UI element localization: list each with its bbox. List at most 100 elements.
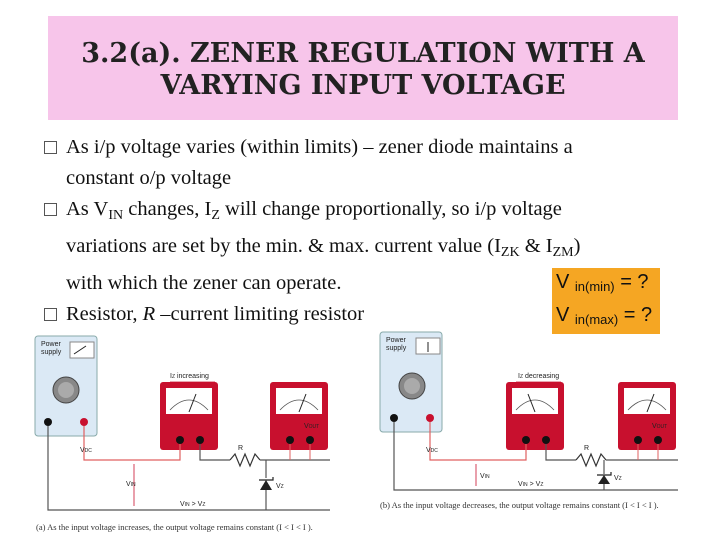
bullet-1: As i/p voltage varies (within limits) – … — [44, 132, 684, 194]
title-box: 3.2(a). ZENER REGULATION WITH A VARYING … — [48, 16, 678, 120]
resistor-icon — [575, 452, 607, 468]
vz: V — [276, 483, 281, 490]
iz-text: decreasing — [523, 373, 559, 380]
vin-label: VIN — [126, 481, 136, 488]
cond-rest: > V — [528, 481, 541, 488]
subscript: ZK — [500, 245, 520, 260]
vout-label: VOUT — [304, 423, 319, 430]
bullet-2-text: will change proportionally, so i/p volta… — [219, 198, 562, 220]
bullet-list: As i/p voltage varies (within limits) – … — [44, 132, 684, 330]
terminal-icon — [426, 414, 434, 422]
vin-sub: IN — [131, 482, 136, 488]
bullet-1-line-1: As i/p voltage varies (within limits) – … — [66, 136, 573, 158]
figure-a-caption: (a) As the input voltage increases, the … — [36, 522, 313, 532]
ammeter-b — [506, 382, 564, 450]
bullet-2-text: & I — [519, 235, 553, 257]
subscript: IN — [108, 208, 124, 223]
question-box: V in(min) = ? V in(max) = ? — [552, 268, 661, 334]
vout: V — [652, 423, 657, 430]
vdc-sub: DC — [85, 448, 93, 454]
bullet-3-r: R — [142, 303, 156, 325]
bullet-box-icon — [44, 141, 57, 154]
cond-sub2: Z — [202, 502, 205, 508]
terminal-icon — [80, 418, 88, 426]
bullet-2-text: variations are set by the min. & max. cu… — [66, 235, 501, 257]
cond: V — [180, 501, 185, 508]
resistor-icon — [229, 452, 261, 468]
cond-sub: IN — [523, 482, 528, 488]
bullet-2-text: ) — [573, 235, 581, 257]
bullet-box-icon — [44, 308, 57, 321]
r-label: R — [238, 445, 243, 452]
bullet-3-text: Resistor, — [66, 303, 143, 325]
eq-v: V — [556, 304, 575, 326]
ammeter-a — [160, 382, 218, 450]
vz-sub: Z — [281, 484, 284, 490]
iz-sub: Z — [172, 374, 175, 380]
vin-sub: IN — [485, 474, 490, 480]
vz-sub: Z — [619, 476, 622, 482]
title-line-2: VARYING INPUT VOLTAGE — [160, 70, 566, 101]
zener-diode-icon — [598, 475, 610, 484]
vout-sub: OUT — [657, 424, 668, 430]
question-vin-min: V in(min) = ? — [556, 268, 652, 301]
vdc: V — [426, 447, 431, 454]
eq-sub: in(max) — [574, 312, 619, 327]
iz-text: increasing — [175, 373, 209, 380]
vout: V — [304, 423, 309, 430]
eq-v: V — [556, 271, 575, 293]
vdc-sub: DC — [431, 448, 439, 454]
eq-rest: = ? — [618, 304, 653, 326]
cond-sub2: Z — [540, 482, 543, 488]
vdc: V — [80, 447, 85, 454]
vdc-label: VDC — [80, 447, 92, 454]
cond-rest: > V — [190, 501, 203, 508]
bullet-2: As VIN changes, IZ will change proportio… — [44, 194, 684, 299]
vin: V — [480, 473, 485, 480]
power-supply-a: Power supply — [34, 335, 98, 437]
bullet-3: Resistor, R –current limiting resistor — [44, 299, 684, 330]
vout-label: VOUT — [652, 423, 667, 430]
bullet-box-icon — [44, 203, 57, 216]
bullet-2-text: with which the zener can operate. — [66, 272, 342, 294]
condition-label: VIN > VZ — [518, 481, 543, 488]
iz-increasing-label: IZ increasing — [170, 373, 209, 380]
voltmeter-b — [618, 382, 676, 450]
vdc-label: VDC — [426, 447, 438, 454]
bullet-2-text: As V — [66, 198, 109, 220]
zener-diode-icon — [260, 480, 272, 490]
bullet-3-text: –current limiting resistor — [155, 303, 365, 325]
terminal-icon — [390, 414, 398, 422]
eq-sub: in(min) — [574, 279, 615, 294]
cond: V — [518, 481, 523, 488]
figure-b-circuit: Power supply IZ decreasing VOUT R VZ VDC… — [379, 331, 678, 510]
eq-rest: = ? — [614, 271, 649, 293]
supply-label: Power — [41, 341, 62, 348]
r-label: R — [584, 445, 589, 452]
iz-decreasing-label: IZ decreasing — [518, 373, 559, 380]
power-supply-b: Power supply — [379, 331, 443, 433]
supply-label: supply — [41, 349, 62, 356]
slide-title: 3.2(a). ZENER REGULATION WITH A VARYING … — [48, 38, 678, 102]
figure-a-circuit: Power supply IZ increasing VOUT R VZ — [34, 335, 330, 532]
voltmeter-a — [270, 382, 328, 450]
subscript: Z — [211, 208, 220, 223]
supply-label: Power — [386, 337, 407, 344]
figure-b-caption: (b) As the input voltage decreases, the … — [380, 500, 659, 510]
bullet-2-text: changes, I — [123, 198, 212, 220]
terminal-icon — [44, 418, 52, 426]
vin-label: VIN — [480, 473, 490, 480]
iz: I — [170, 373, 172, 380]
iz-sub: Z — [520, 374, 523, 380]
vz-label: VZ — [614, 475, 622, 482]
vz: V — [614, 475, 619, 482]
title-line-1: 3.2(a). ZENER REGULATION WITH A — [81, 38, 645, 69]
vout-sub: OUT — [309, 424, 320, 430]
supply-label: supply — [386, 345, 407, 352]
condition-label: VIN > VZ — [180, 501, 205, 508]
vin: V — [126, 481, 131, 488]
cond-sub: IN — [185, 502, 190, 508]
subscript: ZM — [552, 245, 574, 260]
iz: I — [518, 373, 520, 380]
vz-label: VZ — [276, 483, 284, 490]
